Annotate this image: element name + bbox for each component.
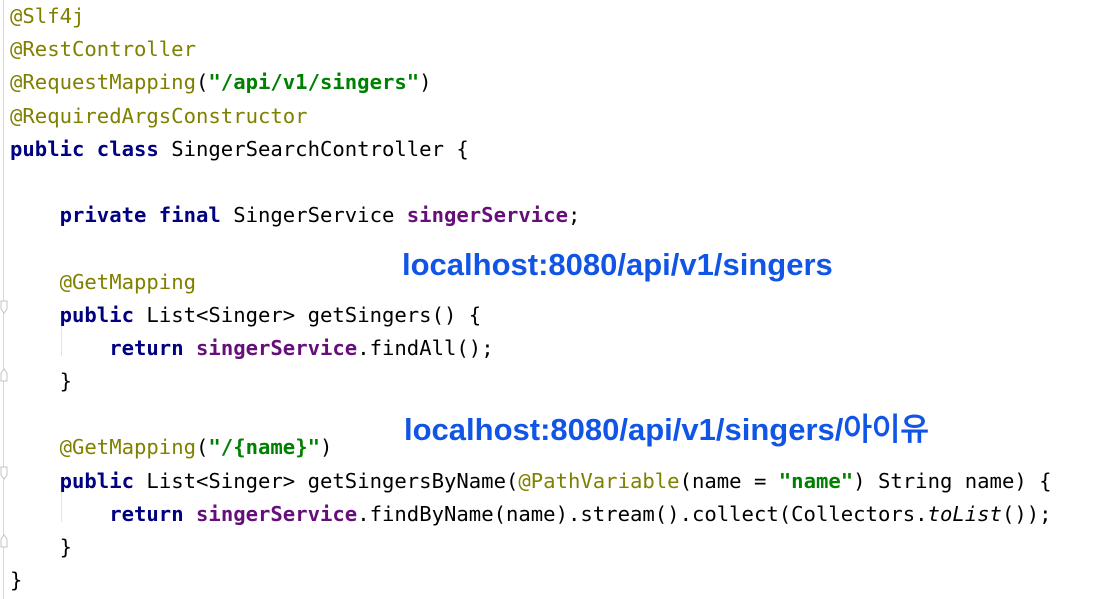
code-token-it: toList (927, 501, 1002, 526)
code-line[interactable]: @GetMapping (10, 266, 1100, 299)
code-token-kw: public (59, 468, 135, 493)
code-line[interactable]: public List<Singer> getSingersByName(@Pa… (10, 465, 1100, 498)
code-line[interactable]: @Slf4j (10, 0, 1100, 33)
code-token: .findAll(); (357, 335, 494, 360)
code-token: ) (419, 70, 432, 95)
code-token: List<Singer> getSingersByName( (134, 468, 519, 493)
code-token (10, 203, 60, 227)
code-token-fld: singerService (406, 203, 568, 228)
code-line[interactable]: @RestController (10, 33, 1100, 66)
indent-guide (61, 326, 62, 356)
code-token: ; (567, 203, 581, 228)
code-line[interactable]: @GetMapping("/{name}") (10, 431, 1100, 464)
code-token-str: "/{name}" (208, 435, 320, 460)
code-token: (name = (679, 468, 779, 493)
code-token (184, 336, 196, 360)
code-token (10, 270, 60, 294)
code-token-fld: singerService (196, 335, 358, 360)
code-editor[interactable]: @Slf4j@RestController@RequestMapping("/a… (10, 0, 1100, 597)
code-token: ( (196, 435, 209, 460)
code-token (184, 502, 196, 526)
code-token (10, 502, 109, 526)
code-token: SingerService (220, 203, 407, 228)
editor-gutter-line (3, 0, 4, 599)
indent-guide (61, 492, 62, 522)
code-line[interactable]: @RequestMapping("/api/v1/singers") (10, 66, 1100, 99)
code-line[interactable]: } (10, 365, 1100, 398)
fold-marker-icon[interactable] (0, 534, 8, 548)
code-token-kw: return (109, 501, 184, 526)
code-line[interactable]: private final SingerService singerServic… (10, 199, 1100, 232)
code-token: ) String name) { (853, 468, 1052, 493)
code-line[interactable]: public List<Singer> getSingers() { (10, 299, 1100, 332)
code-token: ) (320, 435, 333, 460)
code-line[interactable]: } (10, 564, 1100, 597)
code-token-ann: @PathVariable (518, 468, 680, 493)
code-token-ann: @Slf4j (10, 4, 85, 28)
fold-marker-icon[interactable] (0, 466, 8, 480)
endpoint-url-all-singers: localhost:8080/api/v1/singers (402, 247, 833, 282)
code-token-ann: @RequiredArgsConstructor (10, 103, 308, 128)
code-token-kw: public class (10, 136, 159, 161)
code-token: List<Singer> getSingers() { (134, 302, 482, 327)
code-line[interactable]: } (10, 531, 1100, 564)
code-token (10, 303, 60, 327)
code-token-ann: @GetMapping (59, 269, 196, 294)
code-token-str: "/api/v1/singers" (208, 70, 420, 95)
code-line[interactable]: @RequiredArgsConstructor (10, 100, 1100, 133)
code-token (10, 336, 109, 360)
code-token (10, 469, 60, 493)
code-token-kw: public (59, 302, 135, 327)
code-token: .findByName(name).stream().collect(Colle… (357, 501, 928, 526)
code-token-ann: @GetMapping (59, 435, 196, 460)
code-token-ann: @RestController (10, 37, 196, 62)
code-line[interactable]: return singerService.findByName(name).st… (10, 498, 1100, 531)
code-token: } (10, 568, 23, 593)
code-token: SingerSearchController { (158, 136, 469, 161)
code-token: } (10, 369, 72, 394)
code-line[interactable]: return singerService.findAll(); (10, 332, 1100, 365)
code-line[interactable]: ​ (10, 166, 1100, 199)
code-token-fld: singerService (196, 501, 358, 526)
code-token-str: "name" (778, 468, 854, 493)
fold-marker-icon[interactable] (0, 368, 8, 382)
code-token: ()); (1001, 501, 1052, 526)
fold-marker-icon[interactable] (0, 300, 8, 314)
code-token-kw: return (109, 335, 184, 360)
code-token: ( (195, 70, 209, 95)
code-token-ann: @RequestMapping (10, 70, 196, 95)
code-token: } (10, 535, 72, 559)
code-token (10, 435, 60, 459)
code-token-kw: private final (59, 203, 221, 228)
code-line[interactable]: public class SingerSearchController { (10, 133, 1100, 166)
endpoint-url-singers-by-name: localhost:8080/api/v1/singers/아이유 (404, 412, 929, 447)
